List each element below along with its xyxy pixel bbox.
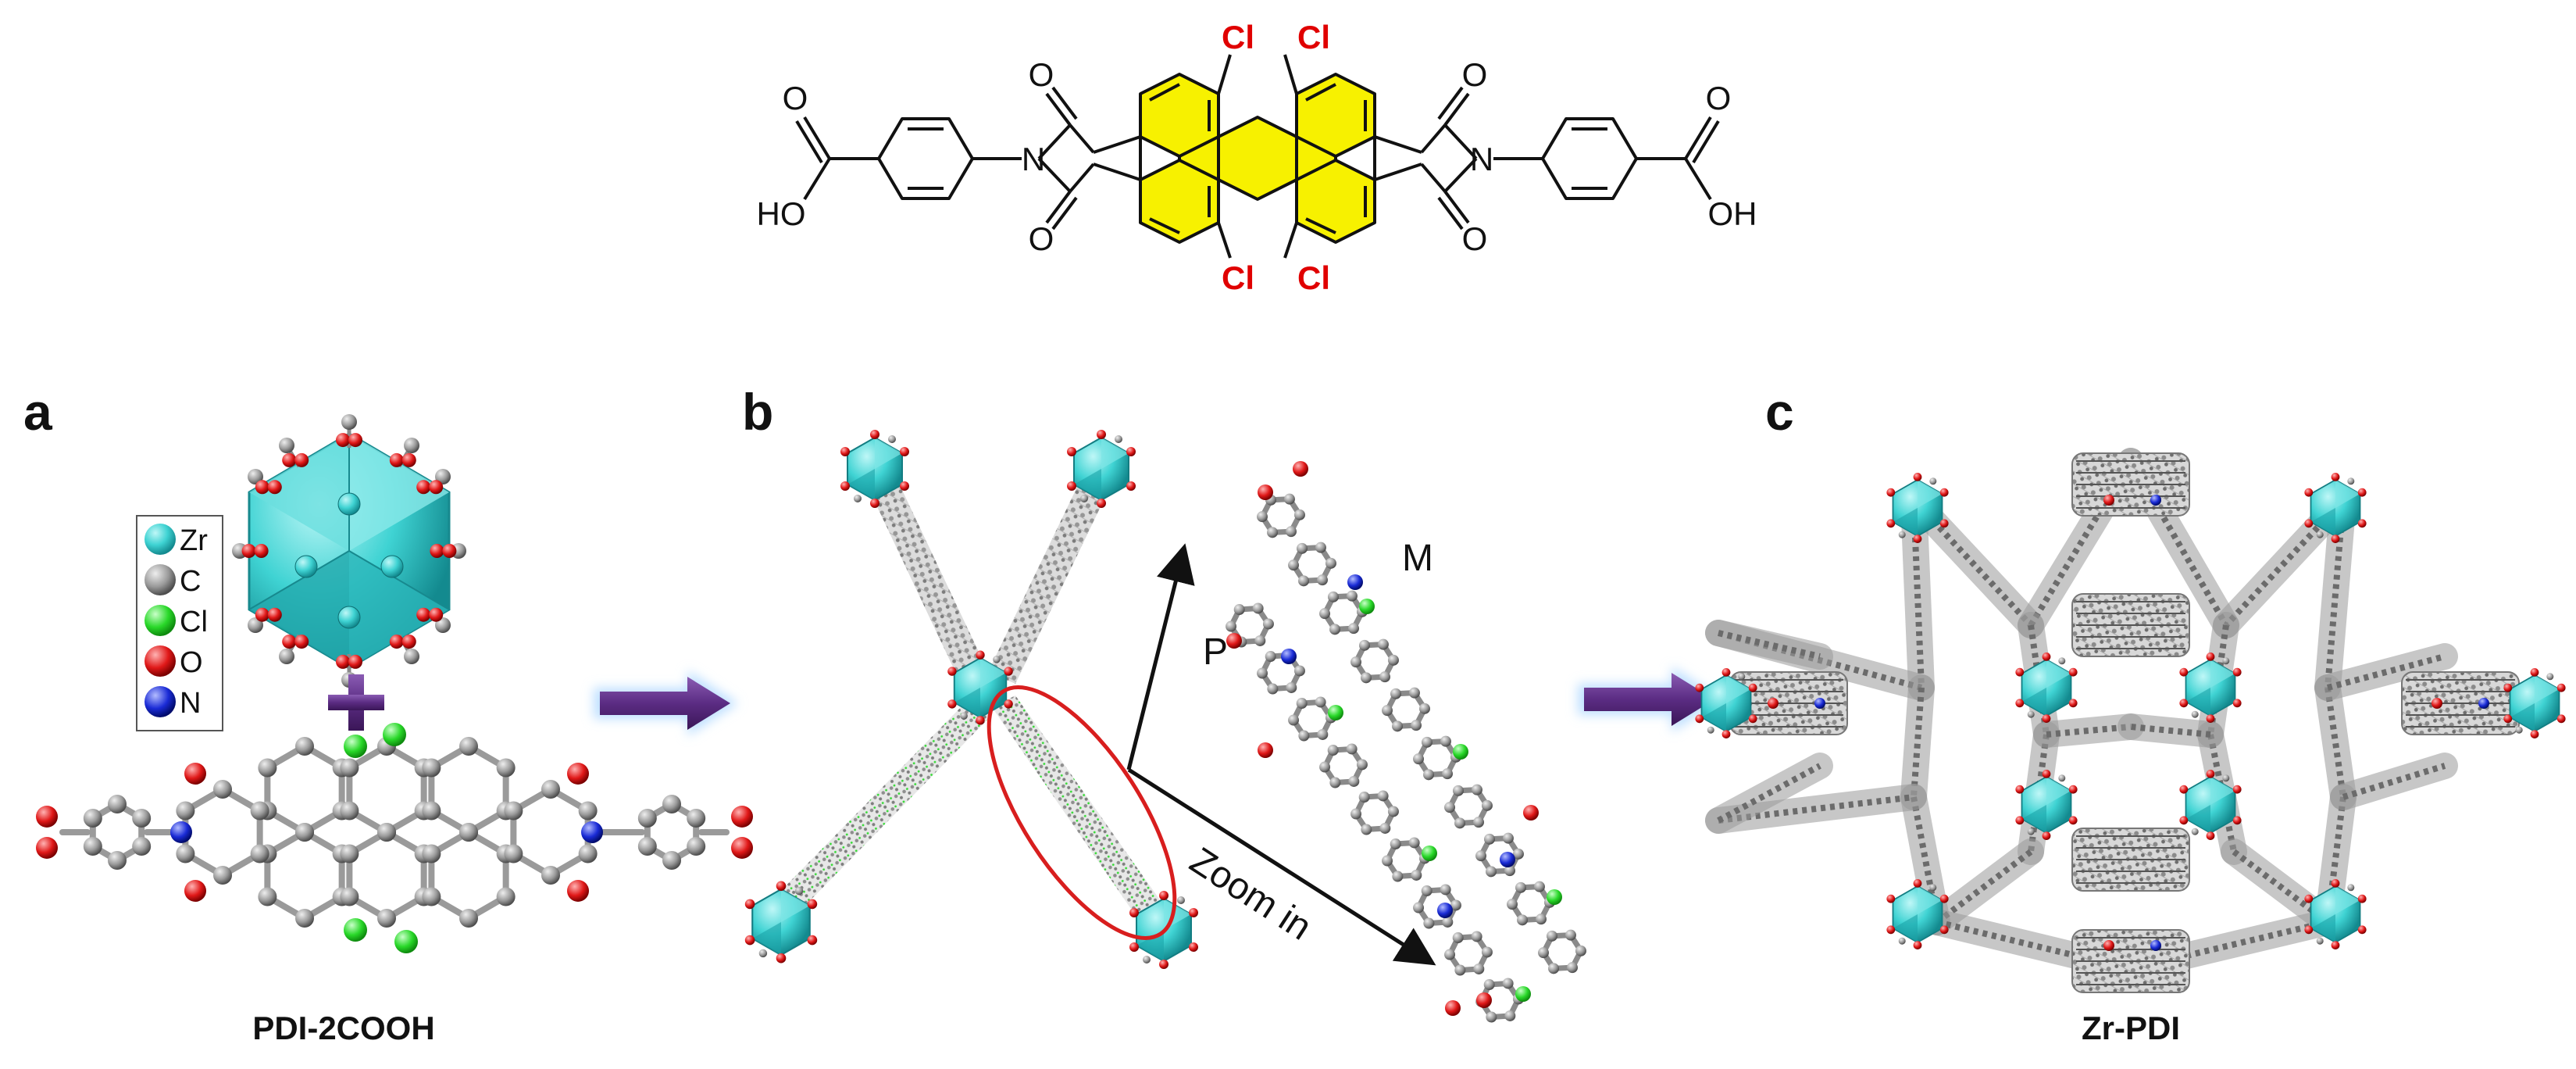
panel-c-label: c: [1765, 383, 1794, 441]
helicity-label-m: M: [1402, 538, 1433, 579]
legend-zr-label: Zr: [180, 524, 208, 557]
zoomed-pdi-dimer: [1226, 461, 1586, 1023]
reaction-arrow-2: [1578, 667, 1722, 732]
panel-b: b Zoom in M P: [742, 383, 1586, 1023]
zr-pdi-framework: [1694, 448, 2567, 993]
hydroxyl-label-right: OH: [1708, 195, 1757, 232]
nitrogen-label-left: N: [1022, 141, 1045, 177]
hydroxyl-label-left: HO: [757, 195, 806, 232]
legend-cl-label: Cl: [180, 606, 208, 638]
legend-o-label: O: [180, 646, 203, 679]
panel-b-label: b: [742, 383, 773, 441]
legend-zr: Zr: [144, 524, 208, 557]
nitrogen-label-right: N: [1470, 141, 1493, 177]
perylene-core-highlight: [1140, 74, 1375, 242]
zoom-in-label: Zoom in: [1183, 840, 1318, 949]
legend-o: O: [144, 645, 203, 679]
zr6-cluster-polyhedron: [232, 414, 466, 688]
panel-a-label: a: [23, 383, 53, 441]
helicity-label-p: P: [1203, 631, 1228, 673]
panel-c: c Zr-PDI: [1694, 383, 2567, 1046]
reaction-arrow-1: [594, 670, 738, 736]
highlight-ellipse: [987, 685, 1177, 940]
legend-c-label: C: [180, 565, 201, 598]
legend-n: N: [144, 686, 201, 720]
linker-struts: [769, 457, 1176, 934]
cl-label-top-right: Cl: [1297, 19, 1330, 55]
cl-label-bottom-left: Cl: [1222, 259, 1254, 296]
carbonyl-oxygen-right: O: [1706, 80, 1732, 116]
zoom-arrow-down: [1127, 767, 1436, 966]
pdi-2cooh-model: [36, 723, 753, 953]
cl-label-top-left: Cl: [1222, 19, 1254, 55]
legend-cl: Cl: [144, 605, 208, 638]
cl-label-bottom-right: Cl: [1297, 259, 1330, 296]
plus-icon: [328, 674, 384, 731]
oxygen-label-bottom-left: O: [1029, 220, 1054, 257]
legend-c: C: [144, 564, 201, 598]
zr-pdi-caption: Zr-PDI: [2082, 1010, 2180, 1046]
carbonyl-oxygen-left: O: [783, 80, 808, 116]
oxygen-label-top-left: O: [1029, 56, 1054, 93]
pdi-chemical-structure: [795, 54, 1720, 259]
pdi-2cooh-caption: PDI-2COOH: [252, 1010, 434, 1046]
oxygen-label-bottom-right: O: [1462, 220, 1488, 257]
legend-n-label: N: [180, 687, 201, 720]
oxygen-label-top-right: O: [1462, 56, 1488, 93]
zoom-arrow-up: [1126, 543, 1195, 770]
